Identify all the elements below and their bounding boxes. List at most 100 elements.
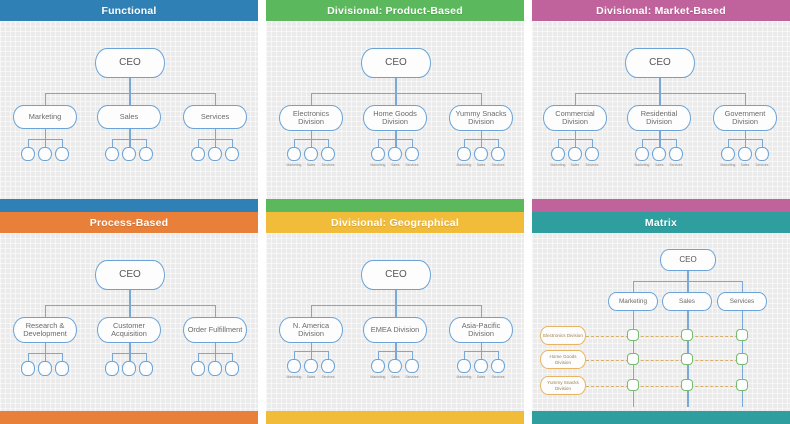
panel-header-divisional-market-based: Divisional: Market-Based xyxy=(532,0,790,21)
leaf-label: Marketing xyxy=(370,375,386,379)
node-leaf xyxy=(585,147,599,161)
connector-mid2-stem xyxy=(395,343,397,351)
connector-mid1-leaf-2 xyxy=(45,353,47,361)
panel-body-divisional-product-based: CEO Electronics Division Home Goods Divi… xyxy=(266,21,524,199)
panel-body-matrix: CEO Marketing Sales Services Electronics… xyxy=(532,233,790,411)
connector-mid2-stem xyxy=(395,131,397,139)
leaf-label: Marketing xyxy=(456,163,472,167)
connector-mid2-leaf-1 xyxy=(378,139,380,147)
node-ceo: CEO xyxy=(95,260,165,290)
node-leaf xyxy=(652,147,666,161)
connector-mid3-leaf-3 xyxy=(762,139,764,147)
leaf-label: Marketing xyxy=(370,163,386,167)
chart-stage: CEO Marketing Sales Services xyxy=(0,21,258,199)
connector-mid3-leaf-2 xyxy=(745,139,747,147)
connector-mid3-leaf-1 xyxy=(464,139,466,147)
leaf-label: Services xyxy=(755,163,769,167)
node-leaf xyxy=(55,147,69,161)
leaf-label: Sales xyxy=(306,375,316,379)
matrix-row-line-2 xyxy=(586,359,748,361)
node-ceo: CEO xyxy=(95,48,165,78)
connector-mid1-leaf-2 xyxy=(45,139,47,147)
panel-header-divisional-product-based: Divisional: Product-Based xyxy=(266,0,524,21)
node-mid-1: Research & Development xyxy=(13,317,77,343)
node-leaf xyxy=(304,147,318,161)
node-leaf xyxy=(38,361,52,376)
node-function-sales: Sales xyxy=(662,292,712,311)
chart-stage: CEO Commercial Division Residential Divi… xyxy=(532,21,790,199)
connector-mid2-bus xyxy=(112,139,146,141)
node-leaf xyxy=(321,359,335,373)
node-leaf xyxy=(105,147,119,161)
connector-mid2-bus xyxy=(642,139,676,141)
connector-mid2-leaf-1 xyxy=(642,139,644,147)
node-leaf xyxy=(287,147,301,161)
node-mid-2: Sales xyxy=(97,105,161,129)
node-leaf xyxy=(738,147,752,161)
panel-matrix: Matrix CEO Marketing Sales Services Elec… xyxy=(532,212,790,424)
connector-mid1-leaf-1 xyxy=(558,139,560,147)
node-ceo: CEO xyxy=(361,48,431,78)
connector-drop-3 xyxy=(745,93,747,105)
connector-mid3-leaf-2 xyxy=(215,353,217,361)
node-ceo: CEO xyxy=(660,249,716,271)
connector-mid2-stem xyxy=(129,129,131,139)
connector-root-stem xyxy=(129,78,131,93)
connector-mid1-leaf-2 xyxy=(575,139,577,147)
connector-mid2-stem xyxy=(659,131,661,139)
node-leaf xyxy=(21,147,35,161)
node-leaf xyxy=(669,147,683,161)
node-mid-2: Customer Acquisition xyxy=(97,317,161,343)
chart-stage: CEO N. America Division EMEA Division As… xyxy=(266,233,524,411)
connector-drop-3 xyxy=(742,281,744,292)
node-intersection xyxy=(627,329,639,341)
panel-footer-matrix xyxy=(532,411,790,424)
node-leaf xyxy=(191,361,205,376)
node-leaf xyxy=(122,147,136,161)
connector-root-stem xyxy=(687,271,689,281)
connector-mid2-leaf-3 xyxy=(412,139,414,147)
connector-mid1-leaf-1 xyxy=(28,353,30,361)
connector-mid3-stem xyxy=(215,129,217,139)
connector-mid2-stem xyxy=(129,343,131,353)
chart-stage: CEO Electronics Division Home Goods Divi… xyxy=(266,21,524,199)
connector-drop-3 xyxy=(481,305,483,317)
node-leaf xyxy=(474,359,488,373)
node-function-services: Services xyxy=(717,292,767,311)
node-mid-2: Residential Division xyxy=(627,105,691,131)
connector-drop-1 xyxy=(633,281,635,292)
connector-mid1-leaf-2 xyxy=(311,351,313,359)
node-leaf xyxy=(225,147,239,161)
node-leaf xyxy=(457,147,471,161)
node-leaf xyxy=(388,359,402,373)
panel-body-process-based: CEO Research & Development Customer Acqu… xyxy=(0,233,258,411)
leaf-label: Sales xyxy=(306,163,316,167)
connector-mid3-leaf-1 xyxy=(198,353,200,361)
node-intersection xyxy=(681,379,693,391)
node-division-home-goods: Home Goods Division xyxy=(540,350,586,369)
connector-root-stem xyxy=(395,78,397,93)
node-mid-1: Marketing xyxy=(13,105,77,129)
node-leaf xyxy=(122,361,136,376)
node-mid-2: EMEA Division xyxy=(363,317,427,343)
node-leaf xyxy=(191,147,205,161)
connector-mid3-leaf-2 xyxy=(481,351,483,359)
node-mid-3: Asia-Pacific Division xyxy=(449,317,513,343)
connector-mid3-stem xyxy=(481,343,483,351)
connector-mid1-stem xyxy=(311,343,313,351)
node-mid-1: N. America Division xyxy=(279,317,343,343)
leaf-label: Sales xyxy=(476,375,486,379)
connector-drop-3 xyxy=(215,305,217,317)
leaf-label: Marketing xyxy=(634,163,650,167)
node-leaf xyxy=(304,359,318,373)
node-function-marketing: Marketing xyxy=(608,292,658,311)
connector-mid2-leaf-3 xyxy=(146,139,148,147)
connector-mid1-stem xyxy=(575,131,577,139)
node-leaf xyxy=(457,359,471,373)
leaf-label: Sales xyxy=(391,163,400,167)
matrix-row-line-3 xyxy=(586,385,748,387)
leaf-label: Services xyxy=(585,163,599,167)
connector-drop-3 xyxy=(481,93,483,105)
connector-drop-2 xyxy=(659,93,661,105)
